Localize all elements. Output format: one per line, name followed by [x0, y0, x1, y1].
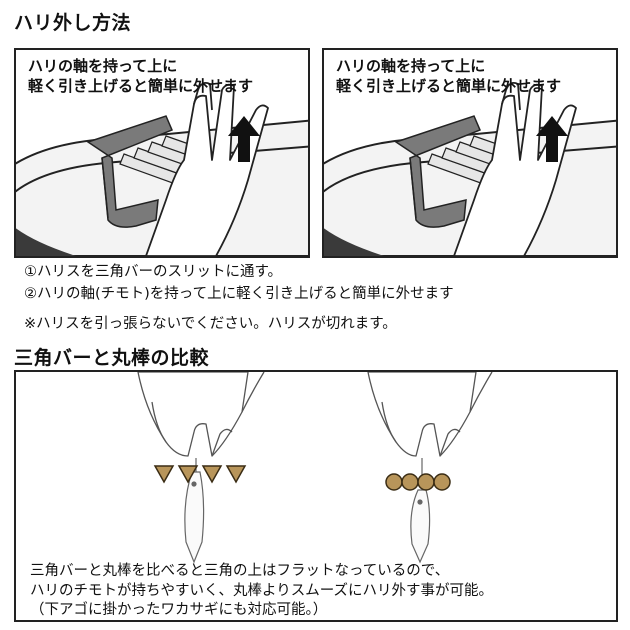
triangle-bar-icons [153, 465, 247, 484]
comparison-description-line2: ハリのチモトが持ちやすいく、丸棒よりスムーズにハリ外す事が可能。 [30, 583, 493, 599]
hand-left-illustration [137, 372, 265, 457]
instruction-step-2: ②ハリの軸(チモト)を持って上に軽く引き上げると簡単に外せます [24, 286, 454, 302]
illustration-panel-left: ハリの軸を持って上に 軽く引き上げると簡単に外せます [14, 48, 310, 258]
warning-note: ※ハリスを引っ張らないでください。ハリスが切れます。 [24, 316, 397, 332]
section-title-comparison: 三角バーと丸棒の比較 [14, 347, 210, 369]
comparison-description-line3: （下アゴに掛かったワカサギにも対応可能。） [30, 602, 328, 618]
panel-caption: ハリの軸を持って上に 軽く引き上げると簡単に外せます [28, 56, 258, 96]
round-bar-icons [385, 473, 451, 491]
hook-removal-illustration [16, 81, 308, 256]
comparison-illustration [137, 372, 493, 564]
panel-caption: ハリの軸を持って上に 軽く引き上げると簡単に外せます [336, 56, 566, 96]
panel-caption-line2: 軽く引き上げると簡単に外せます [28, 77, 254, 95]
fish-left [184, 471, 205, 564]
comparison-description-line1: 三角バーと丸棒を比べると三角の上はフラットなっているので、 [30, 563, 450, 579]
illustration-panel-right: ハリの軸を持って上に 軽く引き上げると簡単に外せます [322, 48, 618, 258]
comparison-panel: 三角バーと丸棒を比べると三角の上はフラットなっているので、 ハリのチモトが持ちや… [14, 370, 618, 622]
panel-caption-line1: ハリの軸を持って上に [28, 57, 178, 75]
instruction-step-1: ①ハリスを三角バーのスリットに通す。 [24, 264, 283, 280]
hook-removal-illustration [324, 81, 616, 256]
panel-caption-line1: ハリの軸を持って上に [336, 57, 486, 75]
hand-right-illustration [367, 372, 493, 457]
panel-caption-line2: 軽く引き上げると簡単に外せます [336, 77, 562, 95]
up-arrow-icon [536, 116, 568, 162]
section-title-hook-removal: ハリ外し方法 [14, 12, 132, 34]
fish-right [410, 489, 431, 564]
up-arrow-icon [228, 116, 260, 162]
